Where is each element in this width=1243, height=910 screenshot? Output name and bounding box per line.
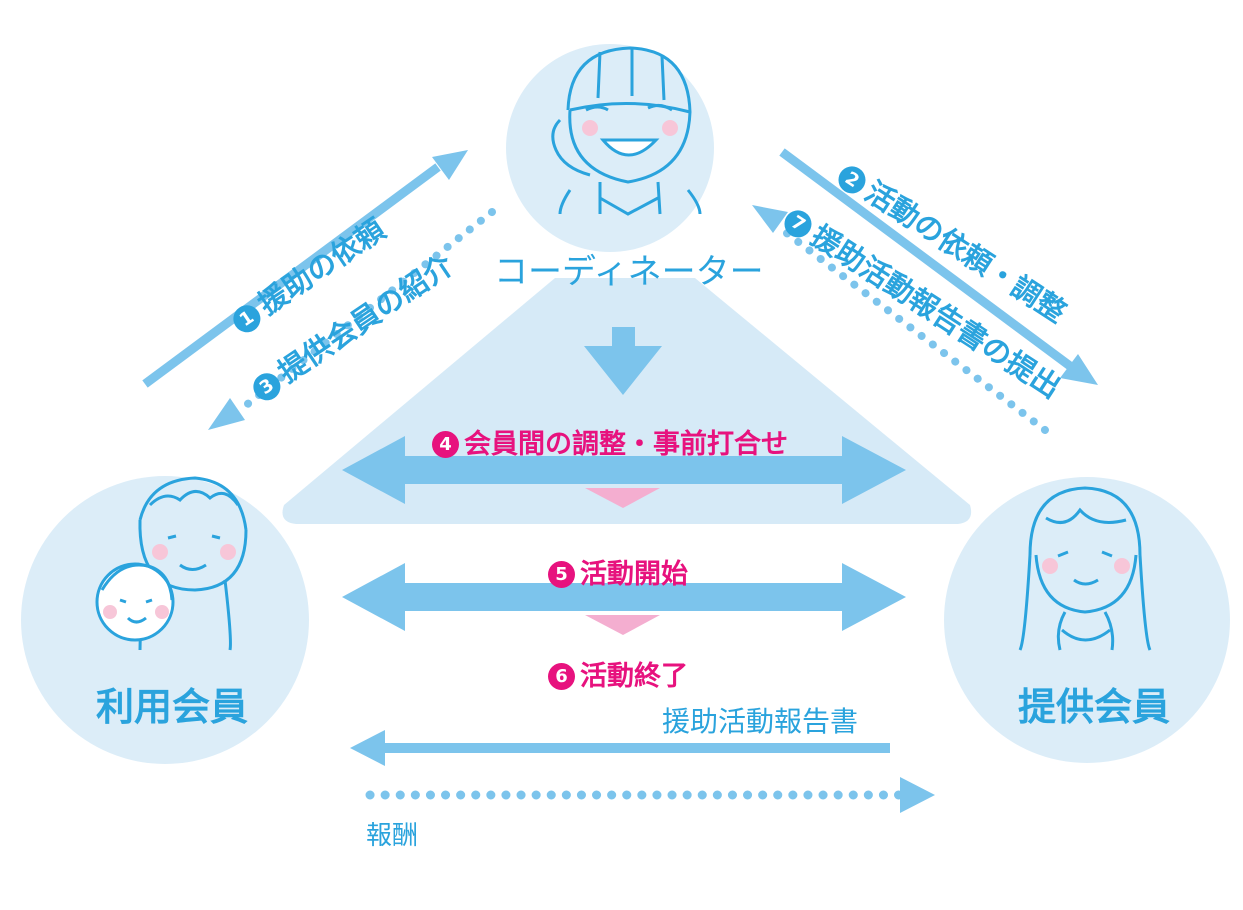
step5-number: 5 bbox=[548, 561, 575, 588]
user-member-label: 利用会員 bbox=[96, 685, 249, 729]
report-label: 援助活動報告書 bbox=[662, 705, 859, 738]
provider-member-illustration bbox=[1018, 486, 1152, 651]
step2-arrow-head bbox=[1060, 354, 1098, 385]
provider-member-label: 提供会員 bbox=[1018, 685, 1171, 729]
step7-arrow-head bbox=[752, 205, 788, 233]
step3-arrow-line bbox=[236, 208, 496, 414]
step6-number: 6 bbox=[548, 663, 575, 690]
step5-text: 活動開始 bbox=[580, 559, 688, 590]
double-arrow-step4 bbox=[342, 436, 906, 504]
pink-chevron-1 bbox=[585, 488, 660, 508]
pink-chevron-2 bbox=[585, 615, 660, 635]
step4-text: 会員間の調整・事前打合せ bbox=[464, 429, 788, 460]
step7-arrow-line bbox=[776, 224, 1049, 434]
step6-text: 活動終了 bbox=[580, 661, 688, 692]
step1-arrow-line bbox=[142, 163, 441, 388]
reward-arrow-head bbox=[900, 777, 935, 813]
step2-arrow-line bbox=[779, 148, 1073, 370]
double-arrow-step5 bbox=[342, 563, 906, 631]
down-arrow bbox=[584, 327, 662, 395]
step1-arrow-head bbox=[432, 150, 468, 180]
reward-label: 報酬 bbox=[366, 821, 419, 851]
provider-member-circle bbox=[944, 477, 1230, 763]
report-arrow-head bbox=[350, 730, 385, 766]
coordinator-illustration bbox=[551, 46, 702, 216]
step4-number: 4 bbox=[432, 431, 459, 458]
user-member-illustration bbox=[95, 476, 248, 651]
step3-arrow-head bbox=[208, 398, 245, 430]
coordinator-label: コーディネーター bbox=[494, 252, 764, 292]
